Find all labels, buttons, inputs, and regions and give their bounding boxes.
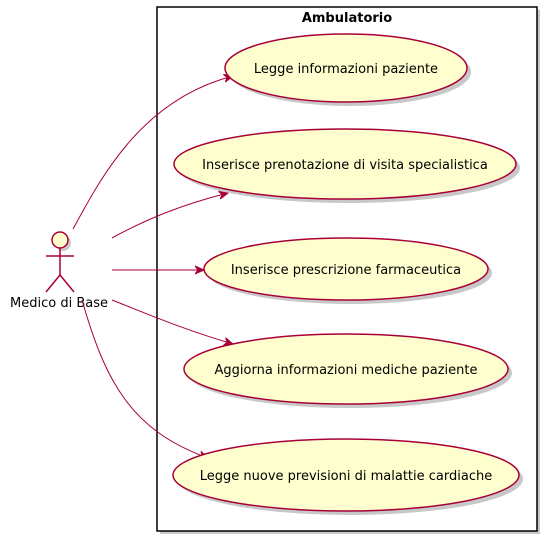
association-uc-4 <box>111 299 233 344</box>
use-case-1-label: Legge informazioni paziente <box>254 62 438 77</box>
associations <box>72 76 233 458</box>
use-case-2: Inserisce prenotazione di visita special… <box>173 128 520 203</box>
system-title: Ambulatorio <box>302 11 392 26</box>
actor-medico-di-base: Medico di Base <box>10 231 108 311</box>
association-uc-5 <box>81 299 208 458</box>
use-case-1: Legge informazioni paziente <box>224 33 471 106</box>
use-case-2-label: Inserisce prenotazione di visita special… <box>202 158 488 173</box>
association-uc-1 <box>72 76 233 230</box>
use-case-4: Aggiorna informazioni mediche paziente <box>183 333 512 408</box>
use-case-3: Inserisce prescrizione farmaceutica <box>203 237 492 304</box>
use-case-5: Legge nuove previsioni di malattie cardi… <box>172 438 523 515</box>
use-case-5-label: Legge nuove previsioni di malattie cardi… <box>200 469 492 484</box>
use-case-3-label: Inserisce prescrizione farmaceutica <box>231 263 461 278</box>
actor-label: Medico di Base <box>10 296 108 311</box>
use-case-4-label: Aggiorna informazioni mediche paziente <box>215 363 478 378</box>
actor-stick-figure-icon <box>45 231 75 293</box>
association-uc-2 <box>111 193 228 239</box>
